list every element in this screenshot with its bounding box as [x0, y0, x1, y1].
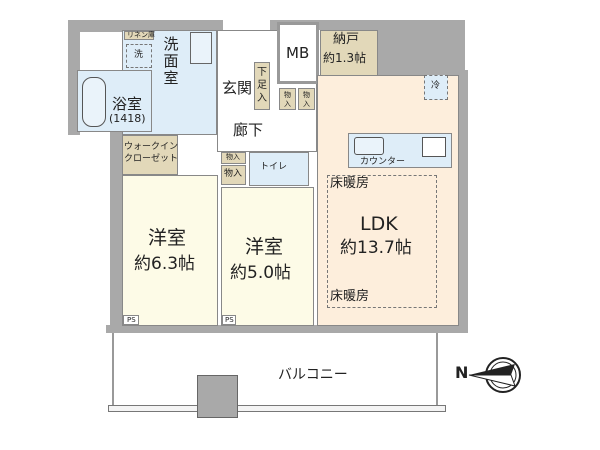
ps-label: PS — [127, 316, 136, 324]
fridge-space: 冷 — [424, 75, 448, 100]
bedroom1-label: 洋室 — [148, 227, 187, 249]
wall-top-left — [68, 20, 223, 32]
counter-label: カウンター — [360, 157, 406, 167]
storage-2: 物入 — [298, 88, 315, 110]
bedroom2-label: 洋室 — [245, 236, 284, 258]
wic-label-2: クローゼット — [124, 154, 179, 164]
storeroom-size: 約1.3帖 — [323, 51, 367, 65]
wall-top-right — [270, 20, 465, 30]
wall-bottom — [106, 325, 468, 333]
mb-shaft: MB — [277, 22, 319, 84]
washer-space: 洗 — [126, 44, 152, 68]
floor-heating-area — [327, 175, 437, 308]
shoe-storage-label: 下足入 — [257, 67, 267, 104]
washer-label: 洗 — [134, 50, 144, 60]
ldk-size: 約13.7帖 — [340, 238, 412, 258]
wall-top-right-block — [378, 20, 465, 75]
storage-label: 物入 — [303, 91, 310, 108]
compass-north-icon: N — [455, 355, 525, 395]
column — [197, 375, 238, 418]
stove-icon — [422, 137, 446, 157]
storage-label: 物入 — [224, 169, 243, 179]
storage-4: 物入 — [221, 165, 246, 185]
bedroom2-size: 約5.0帖 — [230, 263, 292, 283]
ps-1: PS — [123, 315, 139, 325]
toilet-room: トイレ — [249, 152, 309, 186]
bedroom-2 — [221, 187, 314, 326]
linen-label: リネン庫 — [127, 31, 155, 39]
ps-2: PS — [222, 315, 236, 325]
bath-label: 浴室 — [112, 95, 143, 113]
storage-3: 物入 — [221, 152, 246, 164]
balcony-railing — [108, 405, 446, 412]
floor-heating-label-bottom: 床暖房 — [330, 289, 370, 304]
linen-storage: リネン庫 — [124, 31, 155, 40]
bedroom-1 — [122, 175, 218, 326]
bathtub — [82, 77, 106, 127]
compass-label: N — [455, 363, 469, 382]
ldk-label: LDK — [360, 213, 398, 235]
balcony — [112, 333, 438, 405]
shoe-storage: 下足入 — [254, 62, 270, 110]
floor-heating-label-top: 床暖房 — [330, 176, 370, 191]
storage-label: 物入 — [226, 153, 240, 161]
storeroom-label: 納戸 — [333, 32, 360, 47]
washroom-label: 洗面室 — [163, 35, 179, 87]
storage-1: 物入 — [279, 88, 296, 110]
storage-label: 物入 — [284, 91, 291, 108]
wall-right — [458, 70, 468, 332]
vanity-sink — [190, 32, 212, 64]
toilet-label: トイレ — [260, 162, 288, 172]
ps-label: PS — [225, 316, 234, 324]
bath-size: (1418) — [109, 112, 146, 125]
wic-label-1: ウォークイン — [124, 142, 179, 152]
walk-in-closet — [122, 135, 178, 175]
ldk — [317, 75, 459, 326]
sink-icon — [354, 137, 384, 155]
fridge-label: 冷 — [431, 81, 441, 91]
entrance-label: 玄関 — [222, 79, 253, 97]
wall-left — [110, 110, 122, 330]
balcony-label: バルコニー — [278, 367, 348, 383]
hallway-label: 廊下 — [233, 121, 264, 139]
bedroom1-size: 約6.3帖 — [134, 254, 196, 274]
mb-label: MB — [286, 44, 310, 62]
